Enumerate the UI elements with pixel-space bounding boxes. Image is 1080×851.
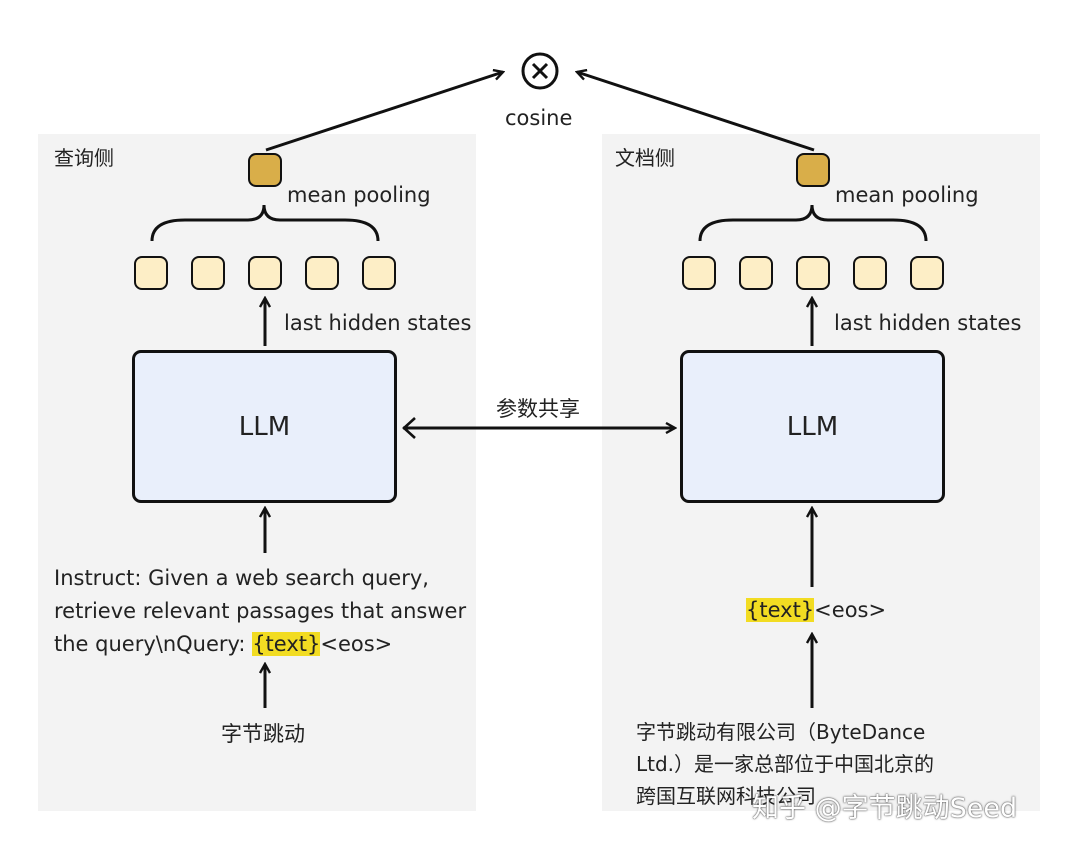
- cosine-label: cosine: [505, 106, 573, 130]
- left-text-placeholder: {text}: [252, 632, 321, 656]
- left-token-4: [305, 256, 339, 290]
- left-token-5: [362, 256, 396, 290]
- query-input: 字节跳动: [221, 722, 305, 746]
- left-brace: [150, 204, 380, 242]
- watermark: 知乎 @字节跳动Seed: [752, 793, 1018, 824]
- left-token-3: [248, 256, 282, 290]
- right-text-placeholder: {text}: [746, 598, 815, 622]
- right-to-cosine-arrow: [577, 72, 815, 152]
- document-input: 字节跳动有限公司（ByteDance Ltd.）是一家总部位于中国北京的 跨国互…: [636, 716, 934, 812]
- multiply-circle-icon: [521, 52, 559, 90]
- shared-params-label: 参数共享: [496, 397, 580, 421]
- right-eos-token: <eos>: [814, 598, 887, 622]
- right-token-1: [682, 256, 716, 290]
- right-token-3: [796, 256, 830, 290]
- right-llm-box: LLM: [680, 350, 945, 503]
- left-pooling-label: mean pooling: [287, 183, 431, 207]
- left-to-cosine-arrow: [265, 72, 503, 152]
- right-token-2: [739, 256, 773, 290]
- doc-line-1: 字节跳动有限公司（ByteDance: [636, 720, 926, 744]
- left-token-2: [191, 256, 225, 290]
- right-hidden-label: last hidden states: [834, 311, 1022, 335]
- right-pooled-embedding: [796, 153, 830, 187]
- right-brace: [698, 204, 928, 242]
- query-prompt: Instruct: Given a web search query, retr…: [54, 562, 466, 661]
- left-eos-token: <eos>: [320, 632, 393, 656]
- left-token-1: [134, 256, 168, 290]
- left-llm-box: LLM: [132, 350, 397, 503]
- left-hidden-label: last hidden states: [284, 311, 472, 335]
- document-side-title: 文档侧: [615, 146, 675, 170]
- document-prompt: {text}<eos>: [746, 594, 886, 627]
- doc-line-2: Ltd.）是一家总部位于中国北京的: [636, 752, 935, 776]
- doc-line-3: 跨国互联网科技公司: [636, 784, 816, 808]
- left-llm-label: LLM: [238, 411, 291, 442]
- right-pooling-label: mean pooling: [835, 183, 979, 207]
- right-llm-label: LLM: [786, 411, 839, 442]
- left-pooled-embedding: [248, 153, 282, 187]
- right-token-5: [910, 256, 944, 290]
- right-token-4: [853, 256, 887, 290]
- prompt-line-1: Instruct: Given a web search query,: [54, 566, 429, 590]
- prompt-line-3: the query\nQuery:: [54, 632, 253, 656]
- query-side-title: 查询侧: [54, 146, 114, 170]
- prompt-line-2: retrieve relevant passages that answer: [54, 599, 467, 623]
